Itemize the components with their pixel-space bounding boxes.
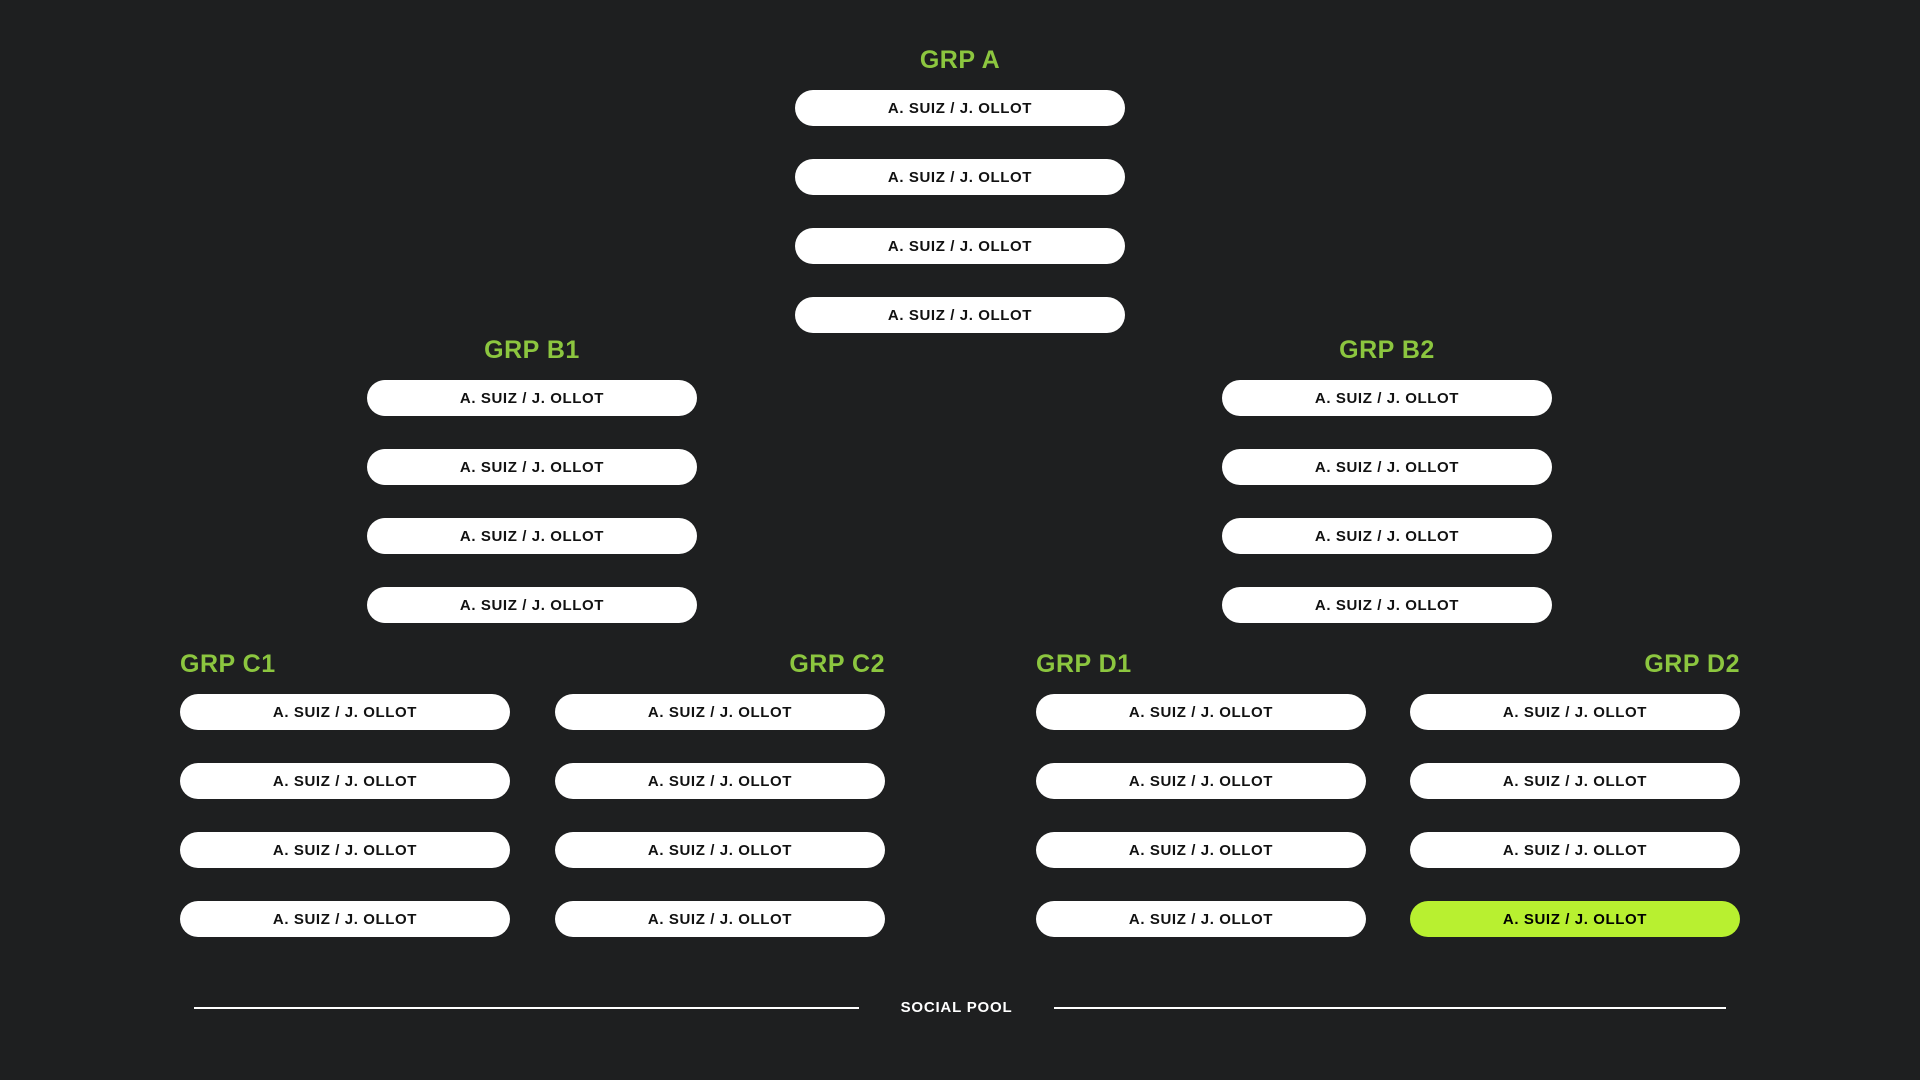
group-d1-entry[interactable]: A. SUIZ / J. OLLOT (1036, 763, 1366, 799)
group-c2-entry[interactable]: A. SUIZ / J. OLLOT (555, 694, 885, 730)
group-d2-entry[interactable]: A. SUIZ / J. OLLOT (1410, 901, 1740, 937)
group-b2-entry[interactable]: A. SUIZ / J. OLLOT (1222, 518, 1552, 554)
group-b1-entry[interactable]: A. SUIZ / J. OLLOT (367, 449, 697, 485)
footer-rule-right (1054, 1006, 1727, 1009)
footer-label: SOCIAL POOL (900, 999, 1013, 1016)
group-b1-entry-list: A. SUIZ / J. OLLOT A. SUIZ / J. OLLOT A. S… (367, 380, 697, 623)
footer-rule-left (193, 1006, 859, 1009)
group-a-title: GRP A (919, 46, 1001, 74)
social-pool-footer: SOCIAL POOL (0, 1000, 1920, 1015)
group-b2-entry[interactable]: A. SUIZ / J. OLLOT (1222, 380, 1552, 416)
group-c1-entry[interactable]: A. SUIZ / J. OLLOT (180, 763, 510, 799)
group-b1-title: GRP B1 (484, 336, 580, 364)
group-b1-entry[interactable]: A. SUIZ / J. OLLOT (367, 518, 697, 554)
group-d1-entry-list: A. SUIZ / J. OLLOT A. SUIZ / J. OLLOT A. S… (1036, 694, 1366, 937)
group-d2-entry-list: A. SUIZ / J. OLLOT A. SUIZ / J. OLLOT A. S… (1410, 694, 1740, 937)
group-d1-title: GRP D1 (1036, 650, 1132, 678)
group-c2-entry[interactable]: A. SUIZ / J. OLLOT (555, 901, 885, 937)
group-a-entry[interactable]: A. SUIZ / J. OLLOT (795, 228, 1125, 264)
group-c2-entry-list: A. SUIZ / J. OLLOT A. SUIZ / J. OLLOT A. S… (555, 694, 885, 937)
group-c2-title: GRP C2 (789, 650, 885, 678)
group-c1-entry[interactable]: A. SUIZ / J. OLLOT (180, 901, 510, 937)
group-c2-entry[interactable]: A. SUIZ / J. OLLOT (555, 763, 885, 799)
group-b1-entry[interactable]: A. SUIZ / J. OLLOT (367, 587, 697, 623)
group-a-entry-list: A. SUIZ / J. OLLOT A. SUIZ / J. OLLOT A. S… (795, 90, 1125, 333)
group-b2-entry-list: A. SUIZ / J. OLLOT A. SUIZ / J. OLLOT A. S… (1222, 380, 1552, 623)
group-c2-entry[interactable]: A. SUIZ / J. OLLOT (555, 832, 885, 868)
group-b2-entry[interactable]: A. SUIZ / J. OLLOT (1222, 587, 1552, 623)
group-c1-entry-list: A. SUIZ / J. OLLOT A. SUIZ / J. OLLOT A. S… (180, 694, 510, 937)
group-d2-entry[interactable]: A. SUIZ / J. OLLOT (1410, 694, 1740, 730)
group-b1-entry[interactable]: A. SUIZ / J. OLLOT (367, 380, 697, 416)
group-a-entry[interactable]: A. SUIZ / J. OLLOT (795, 159, 1125, 195)
group-a-entry[interactable]: A. SUIZ / J. OLLOT (795, 90, 1125, 126)
group-b2-entry[interactable]: A. SUIZ / J. OLLOT (1222, 449, 1552, 485)
group-b2-title: GRP B2 (1339, 336, 1435, 364)
group-c1-title: GRP C1 (180, 650, 276, 678)
group-c1-entry[interactable]: A. SUIZ / J. OLLOT (180, 832, 510, 868)
group-c1-entry[interactable]: A. SUIZ / J. OLLOT (180, 694, 510, 730)
group-d2-title: GRP D2 (1644, 650, 1740, 678)
group-a-entry[interactable]: A. SUIZ / J. OLLOT (795, 297, 1125, 333)
group-d2-entry[interactable]: A. SUIZ / J. OLLOT (1410, 832, 1740, 868)
group-d2-entry[interactable]: A. SUIZ / J. OLLOT (1410, 763, 1740, 799)
group-d1-entry[interactable]: A. SUIZ / J. OLLOT (1036, 901, 1366, 937)
group-d1-entry[interactable]: A. SUIZ / J. OLLOT (1036, 694, 1366, 730)
group-d1-entry[interactable]: A. SUIZ / J. OLLOT (1036, 832, 1366, 868)
